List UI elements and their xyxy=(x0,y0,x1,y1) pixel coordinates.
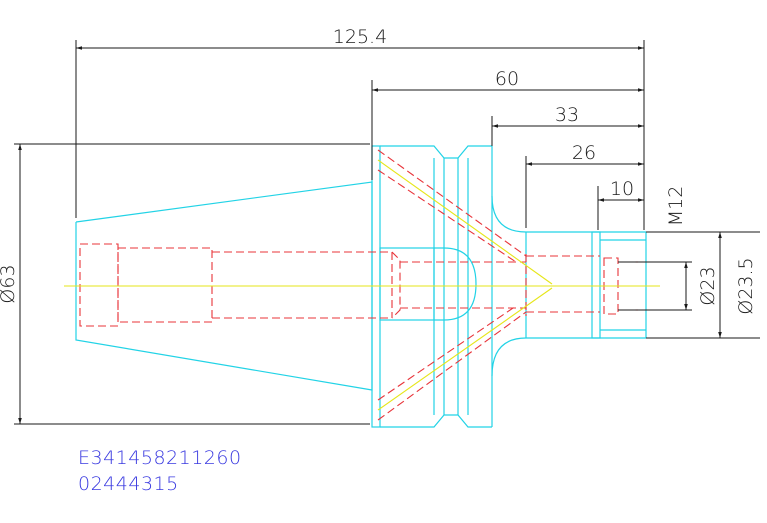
dim-label-d63: Ø63 xyxy=(0,264,19,303)
centerlines xyxy=(64,159,660,411)
dimension-labels: 125.4 60 33 26 10 Ø63 M12 Ø23 Ø23.5 xyxy=(0,26,757,315)
dim-label-overall: 125.4 xyxy=(333,26,387,48)
dim-label-d23-5: Ø23.5 xyxy=(735,257,757,314)
part-code-line2: 02444315 xyxy=(78,473,179,495)
dim-label-33: 33 xyxy=(555,104,579,126)
dim-label-d23: Ø23 xyxy=(697,266,719,305)
dim-label-60: 60 xyxy=(495,68,519,90)
v-groove-top xyxy=(420,145,492,159)
hidden-lines xyxy=(79,149,640,421)
part-codes: E341458211260 02444315 xyxy=(78,447,242,495)
part-code-line1: E341458211260 xyxy=(78,447,242,469)
neck-radius-top xyxy=(491,195,527,233)
dim-label-10: 10 xyxy=(610,178,634,200)
v-groove-bottom xyxy=(420,414,492,428)
dimension-lines xyxy=(14,40,760,425)
dim-label-thread: M12 xyxy=(665,186,687,227)
dim-label-26: 26 xyxy=(572,142,596,164)
neck-radius-bottom xyxy=(491,337,527,377)
